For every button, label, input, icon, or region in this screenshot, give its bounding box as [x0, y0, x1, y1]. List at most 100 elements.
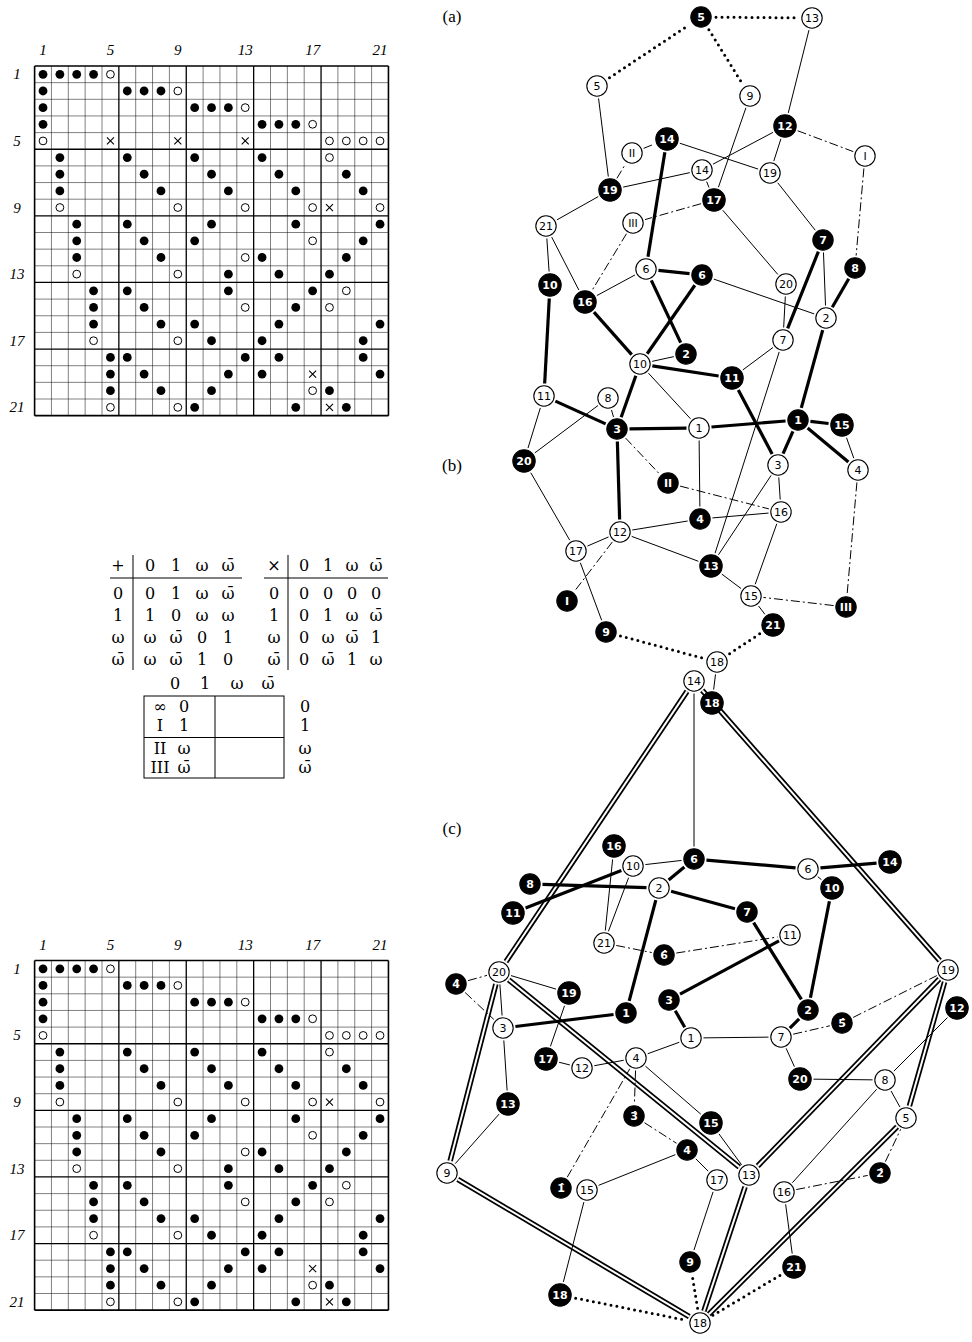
grid-line	[35, 348, 389, 349]
grid-line	[354, 66, 355, 416]
grid-line	[371, 66, 372, 416]
graph-edge	[778, 183, 815, 230]
edge-line	[790, 1019, 799, 1028]
vertex-circle	[681, 1028, 701, 1048]
vertex-number: 21	[539, 221, 553, 232]
vertex-number: 13	[742, 1170, 756, 1181]
vertex-circle	[845, 258, 865, 278]
vertex-circle	[691, 7, 711, 27]
black-vertex: 11	[501, 901, 525, 925]
incidence-dot	[258, 153, 267, 162]
matrix-index: 13	[238, 937, 253, 952]
graph-edge	[531, 473, 570, 540]
vertex-circle	[946, 997, 968, 1019]
coordinate-label: ω̄	[261, 676, 274, 692]
grid-line	[186, 66, 187, 416]
graph-edge	[786, 1204, 793, 1253]
table-cell: ω̄	[169, 630, 182, 646]
matrix-index: 21	[10, 1294, 25, 1309]
vertex-number: 1	[622, 1008, 630, 1019]
edge-line	[526, 871, 622, 909]
graph-edge	[722, 574, 741, 588]
table-cell: 1	[323, 608, 333, 624]
incidence-dot	[157, 253, 166, 262]
black-vertex: 10	[538, 273, 562, 297]
vertex-number: 13	[500, 1099, 515, 1110]
coordinate-label: 1	[179, 718, 189, 734]
coordinate-label: ω̄	[298, 760, 311, 776]
vertex-circle	[721, 367, 743, 389]
vertex-number: 3	[500, 1023, 507, 1034]
edge-line	[609, 25, 688, 77]
grid-line	[186, 961, 187, 1311]
vertex-number: 5	[697, 12, 705, 23]
edge-line	[608, 878, 628, 932]
table-cell: ω̄	[321, 652, 334, 668]
edge-line	[786, 1048, 794, 1066]
vertex-circle	[836, 597, 856, 617]
grid-line	[270, 66, 271, 416]
edge-line	[758, 979, 940, 1166]
edge-line	[611, 410, 613, 417]
black-vertex: 8	[844, 257, 866, 279]
vertex-circle	[762, 614, 784, 636]
incidence-dot	[106, 1281, 115, 1290]
incidence-dot	[207, 1281, 216, 1290]
incidence-dot	[106, 1247, 115, 1256]
incidence-dot	[89, 1181, 98, 1190]
graph-edge	[711, 421, 785, 427]
incidence-dot	[140, 303, 149, 312]
black-vertex: II	[657, 472, 679, 494]
vertex-circle	[780, 925, 800, 945]
cross-mark	[326, 1298, 333, 1305]
grid-line	[35, 1010, 389, 1011]
white-vertex: 12	[609, 521, 631, 543]
edge-line	[620, 636, 702, 658]
grid-line	[35, 1210, 389, 1211]
coordinate-label: ∞	[153, 699, 166, 715]
vertex-number: 9	[747, 91, 754, 102]
incidence-dot	[224, 103, 233, 112]
incidence-dot	[39, 70, 48, 79]
vertex-number: 4̂	[452, 979, 460, 990]
edge-line	[718, 475, 771, 554]
edge-line	[617, 164, 626, 179]
black-vertex: I	[556, 590, 578, 612]
black-vertex: 4̂	[445, 973, 467, 995]
grid-line	[287, 961, 288, 1311]
incidence-dot	[140, 1064, 149, 1073]
incidence-dot	[241, 304, 249, 312]
matrix-index: 5	[13, 1028, 21, 1043]
edge-line	[709, 1127, 897, 1314]
incidence-dot	[291, 1198, 300, 1207]
vertex-number: 1	[696, 423, 703, 434]
table-cell: ω	[221, 608, 234, 624]
coordinate-label: 1	[200, 676, 210, 692]
incidence-dot	[326, 1198, 334, 1206]
grid-line	[35, 1293, 389, 1294]
incidence-dot	[275, 1014, 284, 1023]
graph-edge	[608, 878, 628, 932]
white-vertex: 3	[767, 454, 789, 476]
graph-edge	[847, 482, 857, 594]
incidence-dot	[309, 204, 317, 212]
incidence-dot	[190, 1048, 199, 1057]
incidence-dot	[190, 1297, 199, 1306]
vertex-number: 9	[444, 1168, 451, 1179]
edge-line	[796, 1175, 867, 1189]
matrix-index: 21	[373, 43, 388, 58]
vertex-number: 16	[606, 841, 621, 852]
edge-line	[774, 139, 781, 161]
black-vertex: 20	[788, 1067, 812, 1091]
vertex-circle	[610, 522, 630, 542]
vertex-circle	[813, 230, 833, 250]
vertex-circle	[689, 418, 709, 438]
grid-line	[304, 961, 305, 1311]
vertex-number: 11	[505, 908, 520, 919]
table-cell: 0	[299, 652, 309, 668]
incidence-dot	[123, 220, 132, 229]
grid-line	[388, 961, 390, 1311]
graph-edge	[528, 408, 540, 448]
matrix-index: 21	[10, 400, 25, 415]
graph-edge	[629, 428, 686, 430]
